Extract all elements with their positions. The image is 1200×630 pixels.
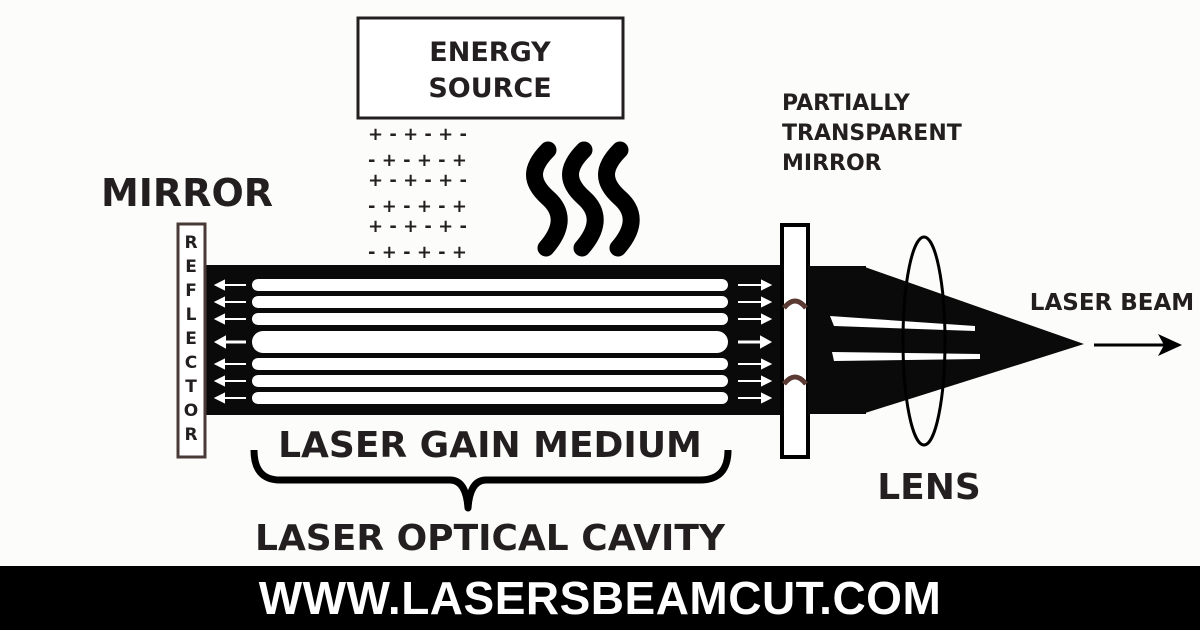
reflector-label: R E F L E C T O R (184, 233, 198, 445)
right-arrow-icon (738, 358, 773, 370)
laser-diagram: ENERGY SOURCE + - + - + - - + - + - + + … (101, 16, 1194, 559)
footer-bar: WWW.LASERSBEAMCUT.COM (0, 566, 1200, 630)
charge-row: + - + - + - (368, 170, 467, 191)
reflector-letter: E (185, 257, 197, 277)
gain-rod (252, 375, 728, 387)
left-arrow-icon (213, 279, 246, 291)
reflector-letter: E (185, 329, 197, 349)
partial-mirror (780, 223, 810, 459)
gain-rod (252, 279, 728, 291)
reflector-mirror (176, 222, 207, 459)
reflector-letter: R (184, 425, 197, 445)
beam-ray (832, 352, 980, 361)
right-arrow-icon (738, 279, 773, 291)
charge-row: + - + - + - (368, 124, 467, 145)
left-arrow-icon (213, 392, 246, 404)
charge-row: - + - + - + (368, 196, 467, 217)
energy-source-label-line1: ENERGY (429, 37, 551, 68)
reflector-letter: L (186, 305, 197, 325)
gain-rod (252, 296, 728, 308)
reflector-letter: C (185, 353, 197, 373)
lens-icon (901, 235, 947, 447)
photon-pass-mark (782, 298, 808, 310)
laser-beam-arrow-icon (1094, 334, 1182, 356)
website-url[interactable]: WWW.LASERSBEAMCUT.COM (258, 572, 942, 624)
left-arrow-icon (213, 358, 246, 370)
left-arrow-icon (213, 375, 246, 387)
gain-rod (252, 331, 728, 353)
charge-row: - + - + - + (368, 242, 467, 263)
converging-beam (862, 266, 1084, 414)
left-photon-arrows (213, 279, 246, 404)
energy-source-label-line2: SOURCE (428, 73, 551, 104)
output-coupler (808, 266, 866, 414)
left-arrow-icon (213, 296, 246, 308)
charge-row: - + - + - + (368, 150, 467, 171)
reflector-letter: T (185, 377, 197, 397)
charge-symbols: + - + - + - - + - + - + + - + - + - - + … (368, 124, 467, 263)
gain-rod (252, 392, 728, 404)
reflector-letter: R (184, 233, 197, 253)
wave-icon (598, 141, 640, 257)
laser-beam-label: LASER BEAM (1030, 290, 1194, 316)
charge-row: + - + - + - (368, 216, 467, 237)
gain-medium-label: LASER GAIN MEDIUM (278, 425, 702, 466)
right-photon-arrows (738, 279, 773, 404)
reflector-letter: F (185, 281, 197, 301)
reflector-letter: O (184, 401, 198, 421)
gain-medium-rods (252, 279, 728, 404)
right-arrow-icon (738, 335, 773, 349)
right-arrow-icon (738, 313, 773, 325)
right-arrow-icon (738, 375, 773, 387)
wave-icon (526, 141, 568, 257)
gain-rod (252, 358, 728, 370)
optical-cavity-label: LASER OPTICAL CAVITY (255, 518, 726, 559)
wave-icon (562, 141, 604, 257)
partial-mirror-label-line2: TRANSPARENT (782, 121, 962, 146)
gain-rod (252, 313, 728, 325)
partial-mirror-label-line3: MIRROR (782, 151, 882, 176)
cavity-brace (250, 449, 732, 512)
left-arrow-icon (213, 313, 246, 325)
partial-mirror-label-line1: PARTIALLY (782, 91, 911, 116)
right-arrow-icon (738, 296, 773, 308)
energy-wave-icons (526, 141, 640, 257)
lens-label: LENS (877, 467, 981, 508)
mirror-label: MIRROR (101, 171, 273, 215)
energy-source-box (356, 16, 625, 120)
photon-pass-mark (782, 374, 808, 386)
left-arrow-icon (213, 335, 246, 349)
right-arrow-icon (738, 392, 773, 404)
